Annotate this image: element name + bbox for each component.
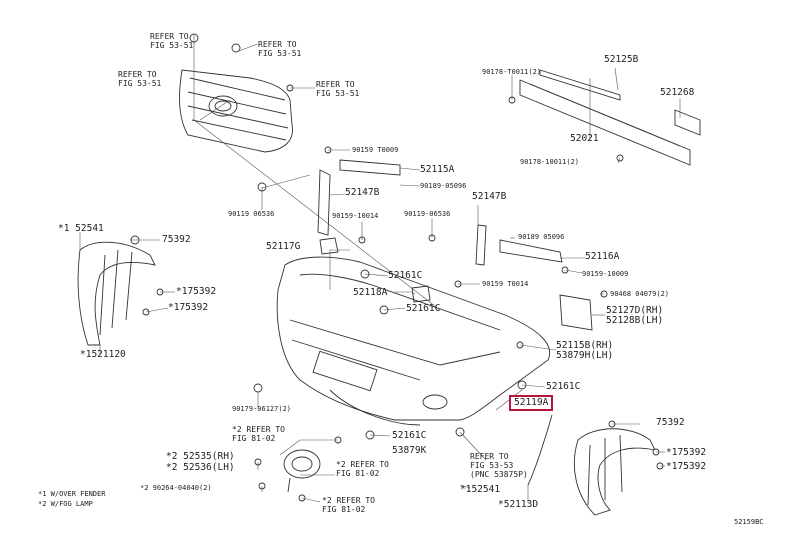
- part-52125B[interactable]: 52125B: [604, 54, 639, 65]
- part-90468-04079[interactable]: 90468 04079(2): [610, 290, 670, 298]
- part-75392-a[interactable]: 75392: [162, 234, 191, 245]
- part-152541[interactable]: *152541: [460, 484, 501, 495]
- bumper-reinforcement: [519, 69, 701, 166]
- part-53879H-lh[interactable]: 53879H(LH): [556, 350, 614, 361]
- part-52021[interactable]: 52021: [570, 133, 599, 144]
- part-52161C-d[interactable]: 52161C: [392, 430, 427, 441]
- part-175392-d[interactable]: *175392: [666, 461, 707, 472]
- ref-fig-53-51-top: REFER TO FIG 53-51: [150, 32, 194, 50]
- part-52118A[interactable]: 52118A: [353, 287, 388, 298]
- ref-fig-53-51-grille: REFER TO FIG 53-51: [316, 80, 360, 98]
- part-521268[interactable]: 521268: [660, 87, 695, 98]
- ref-fig-81-02-a: *2 REFER TO FIG 81-02: [232, 425, 285, 443]
- part-90159-10009[interactable]: 90159-10009: [582, 270, 629, 278]
- ref-fig-53-53: REFER TO FIG 53-53 (PNC 53875P): [470, 452, 528, 479]
- part-90159-10014[interactable]: 90159-10014: [332, 212, 379, 220]
- ref-fig-53-51-right: REFER TO FIG 53-51: [258, 40, 302, 58]
- part-52147B-b[interactable]: 52147B: [472, 191, 507, 202]
- side-retainers: [317, 159, 593, 331]
- part-52161C-b[interactable]: 52161C: [406, 303, 441, 314]
- part-52161C-c[interactable]: 52161C: [546, 381, 581, 392]
- part-90159-t0009[interactable]: 90159 T0009: [352, 146, 399, 154]
- fog-lamp: [283, 449, 321, 493]
- part-175392-a[interactable]: *175392: [176, 286, 217, 297]
- ref-fig-53-51-left: REFER TO FIG 53-51: [118, 70, 162, 88]
- diagram-id: 52159BC: [734, 518, 764, 526]
- legend-fog-lamp: *2 W/FOG LAMP: [38, 500, 93, 508]
- part-75392-b[interactable]: 75392: [656, 417, 685, 428]
- part-90189-05096-b[interactable]: 90189 05096: [518, 233, 565, 241]
- part-52128B-lh[interactable]: 52128B(LH): [606, 315, 664, 326]
- part-175392-c[interactable]: *175392: [666, 447, 707, 458]
- part-175392-b[interactable]: *175392: [168, 302, 209, 313]
- part-52113D[interactable]: *52113D: [498, 499, 539, 510]
- part-52536-lh[interactable]: *2 52536(LH): [166, 462, 235, 473]
- leader-lines: [79, 35, 681, 503]
- part-90159-t0014[interactable]: 90159 T0014: [482, 280, 529, 288]
- part-52115A[interactable]: 52115A: [420, 164, 455, 175]
- part-52117G[interactable]: 52117G: [266, 241, 301, 252]
- part-521120[interactable]: *1521120: [80, 349, 126, 360]
- part-52127D-rh[interactable]: 52127D(RH): [606, 305, 664, 316]
- part-90119-06536-b[interactable]: 90119-06536: [404, 210, 451, 218]
- ref-fig-81-02-b: *2 REFER TO FIG 81-02: [336, 460, 389, 478]
- part-90178-t0011[interactable]: 90178-T0011(2): [482, 68, 542, 76]
- part-52116A[interactable]: 52116A: [585, 251, 620, 262]
- ref-fig-81-02-c: *2 REFER TO FIG 81-02: [322, 496, 375, 514]
- part-90264-04040[interactable]: *2 90264-04040(2): [140, 484, 212, 492]
- legend-over-fender: *1 W/OVER FENDER: [38, 490, 106, 498]
- side-molding: [527, 414, 553, 486]
- part-90189-05096-a[interactable]: 90189-05096: [420, 182, 467, 190]
- part-52541[interactable]: *1 52541: [58, 223, 104, 234]
- right-over-fender: [573, 428, 656, 516]
- part-52147B-a[interactable]: 52147B: [345, 187, 380, 198]
- front-bumper-cover: [276, 256, 550, 426]
- part-52161C-a[interactable]: 52161C: [388, 270, 423, 281]
- part-53879K[interactable]: 53879K: [392, 445, 427, 456]
- part-90119-06536-a[interactable]: 90119 06536: [228, 210, 275, 218]
- part-52115B-rh[interactable]: 52115B(RH): [556, 340, 614, 351]
- part-52535-rh[interactable]: *2 52535(RH): [166, 451, 235, 462]
- part-90178-10011[interactable]: 90178-10011(2): [520, 158, 580, 166]
- left-over-fender: [77, 241, 156, 346]
- part-90179-06127[interactable]: 90179-06127(2): [232, 405, 292, 413]
- radiator-grille: [179, 69, 293, 153]
- part-52119A-highlighted[interactable]: 52119A: [509, 395, 554, 411]
